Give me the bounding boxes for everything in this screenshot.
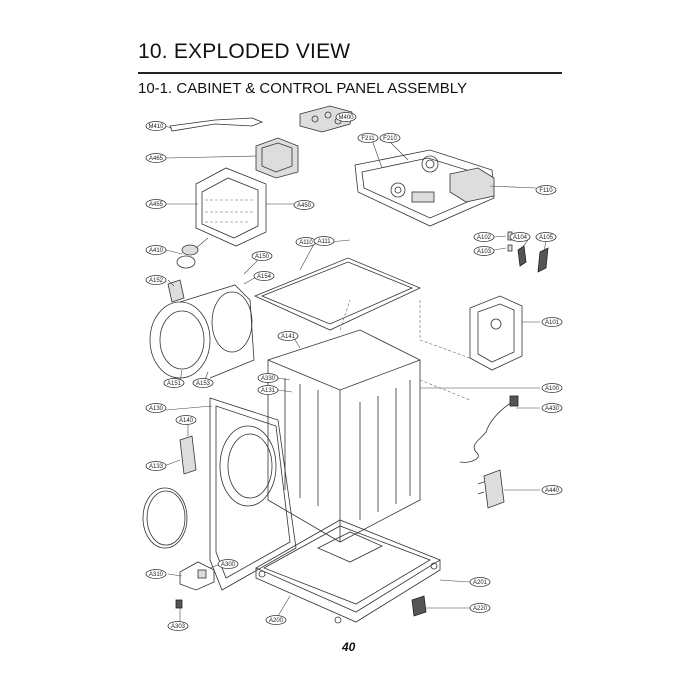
part-a101-back-panel — [469, 295, 523, 371]
callout-a330: A330 — [257, 373, 279, 383]
callout-a103: A103 — [473, 246, 495, 256]
callout-label: A455 — [149, 202, 164, 208]
callout-label: A151 — [167, 381, 182, 387]
part-a430-cord — [459, 395, 519, 463]
title-rule — [138, 72, 562, 74]
callout-label: A303 — [171, 624, 186, 630]
part-a150-tub-front — [149, 279, 255, 379]
callout-a150: A150 — [251, 251, 273, 261]
callout-label: M400 — [338, 115, 354, 121]
callout-label: A465 — [149, 156, 164, 162]
callout-label: M410 — [148, 124, 164, 130]
part-control-panel — [354, 149, 495, 227]
callout-a154: A154 — [253, 271, 275, 281]
callout-label: A300 — [221, 562, 236, 568]
callout-a300: A300 — [217, 559, 239, 569]
page-title: 10. EXPLODED VIEW — [138, 40, 351, 63]
callout-label: A100 — [545, 386, 560, 392]
callout-label: A140 — [179, 418, 194, 424]
callout-a151: A151 — [163, 378, 185, 388]
callout-a100: A100 — [541, 383, 563, 393]
part-a310-bracket — [179, 561, 215, 591]
part-a303 — [175, 599, 183, 609]
callout-m400: M400 — [335, 112, 357, 122]
callout-label: A133 — [149, 464, 164, 470]
callout-a110: A110 — [295, 237, 317, 247]
leader-lines — [163, 115, 547, 622]
callout-a131: A131 — [257, 385, 279, 395]
part-a200-base — [255, 519, 441, 624]
callout-f210: F210 — [379, 133, 401, 143]
callout-a440: A440 — [541, 485, 563, 495]
callout-label: A410 — [149, 248, 164, 254]
part-a465-box — [255, 137, 299, 179]
callout-label: A105 — [539, 235, 554, 241]
callout-a105: A105 — [535, 232, 557, 242]
callout-label: A111 — [317, 239, 331, 245]
callout-a152: A152 — [145, 275, 167, 285]
callout-a455: A455 — [145, 199, 167, 209]
callout-label: A153 — [196, 381, 211, 387]
part-a220-foot — [411, 595, 427, 617]
callout-label: A330 — [261, 376, 276, 382]
callout-label: A104 — [513, 235, 528, 241]
part-a455-pcb — [195, 167, 267, 247]
callout-a220: A220 — [469, 603, 491, 613]
callout-f211: F211 — [357, 133, 379, 143]
callout-a141: A141 — [277, 331, 299, 341]
callout-label: A220 — [473, 606, 488, 612]
part-a133-gasket — [142, 487, 188, 549]
part-a110-top-cover — [253, 257, 421, 331]
part-a140-hinge — [179, 435, 197, 475]
callout-a101: A101 — [541, 317, 563, 327]
callout-a201: A201 — [469, 577, 491, 587]
callout-a111: A111 — [313, 236, 335, 246]
callout-f110: F110 — [535, 185, 557, 195]
callout-label: A103 — [477, 249, 492, 255]
callout-a450: A450 — [293, 200, 315, 210]
callout-a102: A102 — [473, 232, 495, 242]
callout-a133: A133 — [145, 461, 167, 471]
callout-a303: A303 — [167, 621, 189, 631]
callout-label: F210 — [383, 136, 397, 142]
callout-label: A101 — [545, 320, 560, 326]
callout-label: A102 — [477, 235, 492, 241]
callout-m410: M410 — [145, 121, 167, 131]
callout-label: A440 — [545, 488, 560, 494]
callout-label: A150 — [255, 254, 270, 260]
callout-a200: A200 — [265, 615, 287, 625]
callout-label: A110 — [299, 240, 313, 246]
callout-a140: A140 — [175, 415, 197, 425]
callout-label: A430 — [545, 406, 560, 412]
callout-a310: A310 — [145, 569, 167, 579]
page-number: 40 — [342, 640, 356, 654]
part-m410-bracket — [169, 117, 264, 132]
callout-label: F211 — [361, 136, 375, 142]
callout-label: A130 — [149, 406, 164, 412]
callout-a410: A410 — [145, 245, 167, 255]
callout-label: A131 — [261, 388, 276, 394]
callout-label: A200 — [269, 618, 284, 624]
callout-label: A141 — [281, 334, 296, 340]
callout-label: A152 — [149, 278, 164, 284]
part-cabinet-body — [267, 329, 421, 543]
part-a410-sensor — [176, 237, 209, 269]
callout-a130: A130 — [145, 403, 167, 413]
section-title: 10-1. CABINET & CONTROL PANEL ASSEMBLY — [138, 80, 467, 97]
callout-a153: A153 — [192, 378, 214, 388]
part-a440-filter — [477, 469, 505, 509]
callout-label: A450 — [297, 203, 312, 209]
callout-label: A154 — [257, 274, 272, 280]
callout-label: A310 — [149, 572, 164, 578]
part-m400-valve — [299, 105, 353, 133]
callout-label: A201 — [473, 580, 488, 586]
callout-a430: A430 — [541, 403, 563, 413]
callout-a104: A104 — [509, 232, 531, 242]
callout-a465: A465 — [145, 153, 167, 163]
callout-label: F110 — [539, 188, 553, 194]
